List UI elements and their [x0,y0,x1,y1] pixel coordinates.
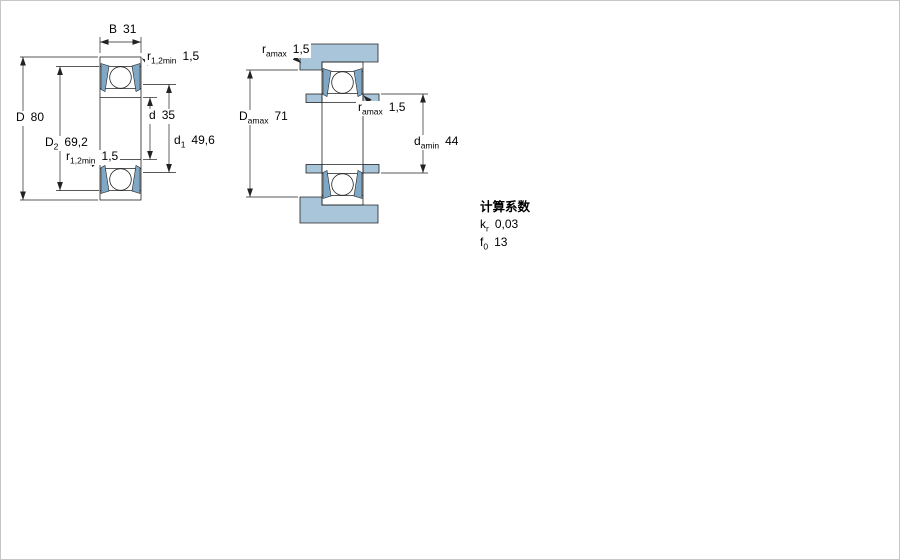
factor-sub: r [486,223,489,234]
dim-r12-inner: r1,2min 1,5 [64,149,121,166]
dim-value: 1,5 [292,42,310,56]
dim-sub: amax [247,115,269,126]
dim-value: 71 [274,109,288,123]
dim-base: D [16,110,25,124]
dim-base: D [45,135,54,149]
factor-sub: 0 [483,241,489,252]
dim-value: 35 [161,108,176,122]
dim-ra-top: ramax 1,5 [260,42,312,59]
dim-Da: Damax 71 [237,110,290,125]
factor-base: f [480,235,484,249]
dim-base: B [109,22,118,36]
dim-sub: 1,2min [70,155,96,166]
ball [109,168,132,191]
dim-sub: 2 [53,141,59,152]
factor-kr: kr 0,03 [480,218,518,233]
factor-value: 0,03 [494,217,519,231]
shaft-shoulder [362,164,380,174]
dim-base: r [66,149,70,163]
dim-D2: D2 69,2 [43,136,90,151]
ball [331,173,354,196]
factor-f0: f0 13 [480,236,507,251]
seal [353,68,363,97]
left-view-bearing-section [20,37,176,201]
factor-value: 13 [494,235,508,249]
dim-sub: amax [266,48,287,59]
leader-ra-mid [363,95,372,104]
dim-d1: d1 49,6 [172,134,217,149]
seal [353,170,363,199]
seal [100,165,110,194]
right-view-mounted-bearing [246,43,428,224]
seal [131,63,141,92]
dim-r12-top: r1,2min 1,5 [145,49,202,66]
housing-shoulder-bottom [299,196,379,224]
shaft-shoulder [305,164,323,174]
dim-sub: 1,2min [151,55,177,66]
dim-value: 49,6 [191,133,215,147]
seal [322,68,332,97]
dim-sub: amax [362,106,383,117]
seal [100,63,110,92]
dim-base: r [262,42,266,56]
dim-value: 31 [123,22,137,36]
dim-d: d 35 [147,108,178,124]
dim-base: d [174,133,181,147]
dim-base: D [239,109,248,123]
dim-base: r [358,100,362,114]
dim-value: 1,5 [182,49,200,63]
shaft-shoulder [305,93,323,103]
dim-da: damin 44 [412,134,461,151]
bearing-outline [321,61,364,206]
factor-base: k [480,217,486,231]
seal [131,165,141,194]
dim-base: d [414,134,421,148]
dim-ra-mid: ramax 1,5 [356,100,408,117]
ball [109,66,132,89]
dim-base: d [149,108,156,122]
dim-D: D 80 [14,110,47,126]
ball [331,71,354,94]
leader-ra-top [292,55,302,64]
dim-base: r [147,49,151,63]
dim-value: 1,5 [388,100,406,114]
dim-value: 1,5 [101,149,119,163]
calculation-factors-title: 计算系数 [480,200,531,214]
dim-sub: amin [420,140,440,151]
housing-shoulder-top [299,43,379,71]
dim-B: B 31 [107,22,139,38]
dim-value: 80 [30,110,45,124]
bearing-outline [99,56,142,201]
dim-value: 69,2 [64,135,88,149]
dim-value: 44 [445,134,459,148]
dim-sub: 1 [180,139,186,150]
seal [322,170,332,199]
